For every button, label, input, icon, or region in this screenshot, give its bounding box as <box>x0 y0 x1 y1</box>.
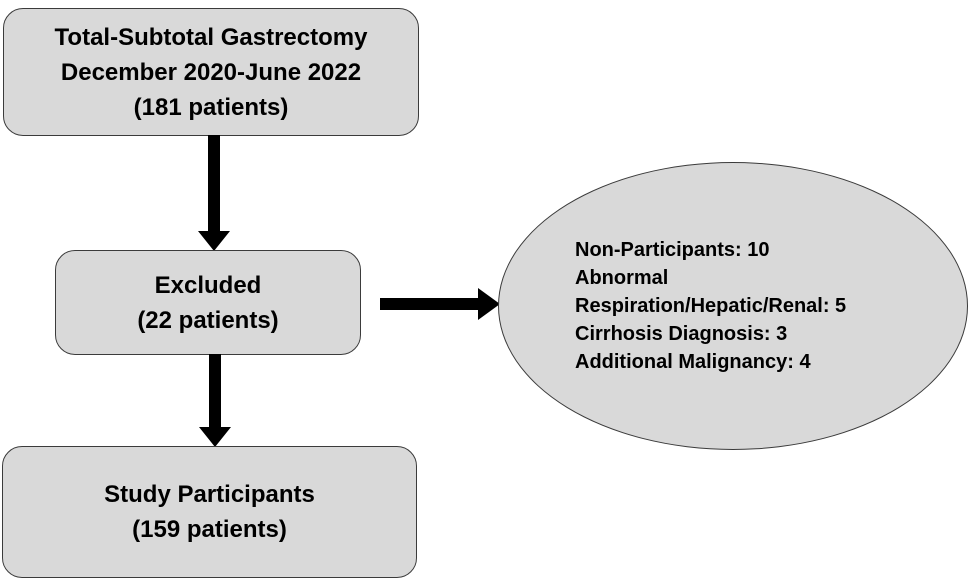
node-excluded: Excluded (22 patients) <box>55 250 361 355</box>
node-study-participants: Study Participants (159 patients) <box>2 446 417 578</box>
node-total-line-2: December 2020-June 2022 <box>60 58 362 86</box>
exclusion-reason-2: Abnormal Respiration/Hepatic/Renal: 5 <box>575 267 847 317</box>
exclusion-reason-4: Additional Malignancy: 4 <box>575 351 811 373</box>
exclusion-reason-1: Non-Participants: 10 <box>575 239 770 261</box>
node-exclusion-reasons: Non-Participants: 10 Abnormal Respiratio… <box>498 162 968 450</box>
node-study-line-1: Study Participants <box>104 481 315 508</box>
exclusion-reasons-text: Non-Participants: 10 Abnormal Respiratio… <box>575 236 895 376</box>
node-study-line-2: (159 patients) <box>132 516 287 543</box>
down-arrow-icon <box>199 354 231 447</box>
node-total-line-3: (181 patients) <box>133 93 289 121</box>
node-excluded-line-2: (22 patients) <box>137 306 279 334</box>
down-arrow-icon <box>198 135 230 251</box>
right-arrow-icon <box>380 288 500 320</box>
node-excluded-line-1: Excluded <box>154 271 262 299</box>
exclusion-reason-3: Cirrhosis Diagnosis: 3 <box>575 323 788 345</box>
node-total-line-1: Total-Subtotal Gastrectomy <box>54 23 368 51</box>
node-total-gastrectomy: Total-Subtotal Gastrectomy December 2020… <box>3 8 419 136</box>
